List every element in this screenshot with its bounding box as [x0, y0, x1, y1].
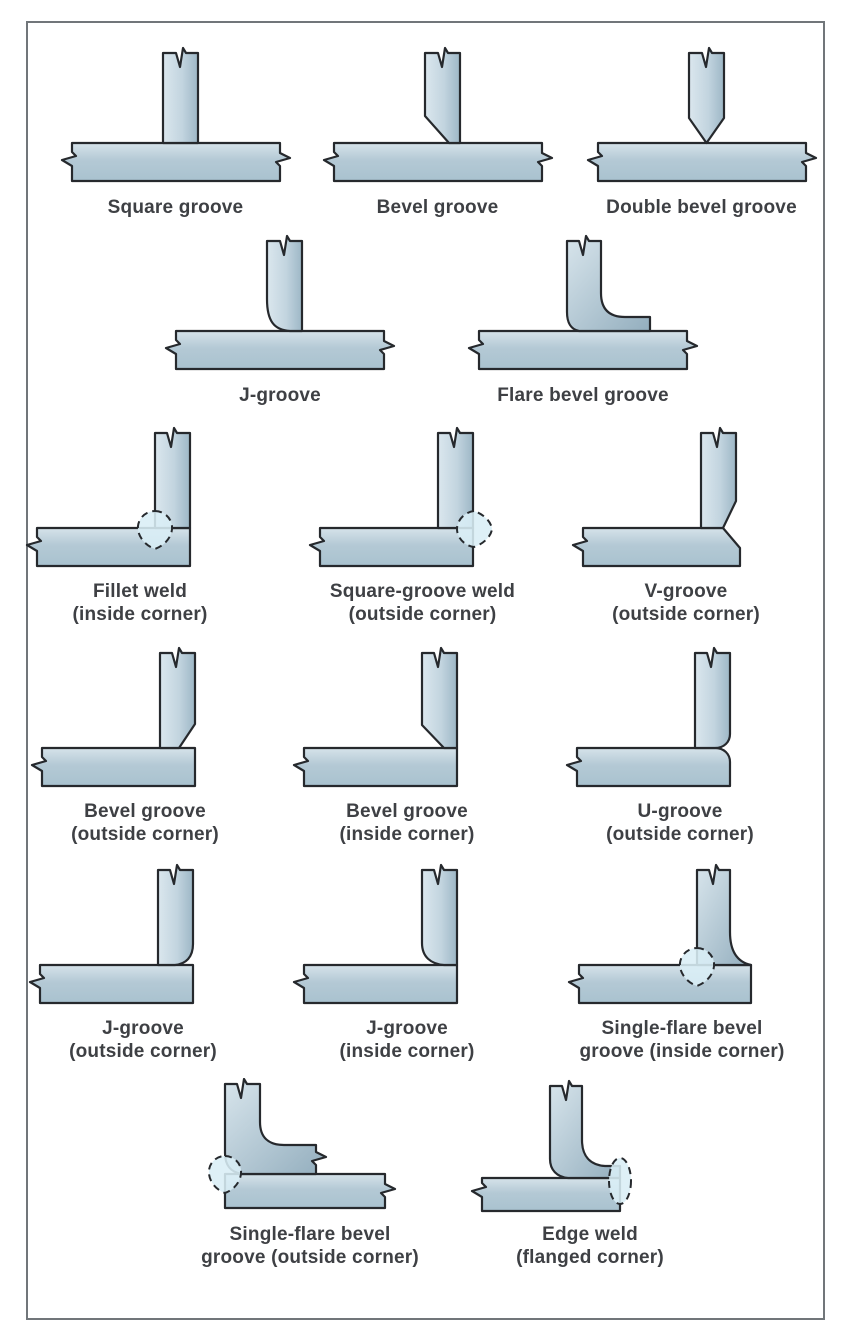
- figure-label: Double bevel groove: [606, 197, 797, 218]
- figure-label: Square-groove weld: [329, 581, 516, 602]
- figure-label: Fillet weld: [92, 581, 188, 602]
- figure-sublabel: (outside corner): [71, 824, 219, 845]
- figure-label: Single-flare bevel: [601, 1018, 763, 1039]
- figure-u-groove-outside: U-groove(outside corner): [565, 645, 795, 846]
- figure-j-groove: J-groove: [160, 233, 400, 407]
- figure-sublabel: groove (outside corner): [201, 1247, 419, 1268]
- figure-sublabel: groove (inside corner): [579, 1041, 785, 1062]
- figure-sublabel: (inside corner): [72, 604, 208, 625]
- fillet-weld-inside-diagram: [25, 426, 192, 568]
- figure-edge-weld-flanged: Edge weld(flanged corner): [460, 1078, 720, 1269]
- figure-square-groove: Square groove: [58, 45, 293, 219]
- figure-double-bevel-groove: Double bevel groove: [584, 45, 819, 219]
- double-bevel-groove-diagram: [586, 46, 817, 183]
- flare-bevel-groove-diagram: [467, 234, 699, 371]
- bevel-groove-outside-diagram: [30, 646, 197, 788]
- figure-square-groove-weld-outside: Square-groove weld(outside corner): [305, 425, 540, 626]
- figure-flare-bevel-groove: Flare bevel groove: [463, 233, 703, 407]
- edge-weld-flanged-diagram: [470, 1079, 632, 1213]
- figure-bevel-groove-inside: Bevel groove(inside corner): [292, 645, 522, 846]
- figure-sublabel: (flanged corner): [516, 1247, 664, 1268]
- figure-sublabel: (outside corner): [606, 824, 754, 845]
- figure-label: Edge weld: [542, 1224, 638, 1245]
- figure-fillet-weld-inside: Fillet weld(inside corner): [25, 425, 255, 626]
- j-groove-inside-diagram: [292, 863, 459, 1005]
- figure-label: J-groove: [102, 1018, 184, 1039]
- figure-label: Square groove: [107, 197, 244, 218]
- figure-label: Bevel groove: [376, 197, 499, 218]
- figure-label: Flare bevel groove: [497, 385, 669, 406]
- v-groove-outside-diagram: [571, 426, 742, 568]
- figure-label: Single-flare bevel: [229, 1224, 391, 1245]
- bevel-groove-inside-diagram: [292, 646, 459, 788]
- u-groove-outside-diagram: [565, 646, 732, 788]
- bevel-groove-diagram: [322, 46, 553, 183]
- figure-sublabel: (outside corner): [612, 604, 760, 625]
- figure-sublabel: (outside corner): [69, 1041, 217, 1062]
- figure-bevel-groove: Bevel groove: [320, 45, 555, 219]
- figure-sublabel: (outside corner): [348, 604, 497, 625]
- square-groove-weld-outside-diagram: [308, 426, 493, 568]
- figure-v-groove-outside: V-groove(outside corner): [566, 425, 806, 626]
- figure-label: Bevel groove: [346, 801, 468, 822]
- figure-label: J-groove: [366, 1018, 448, 1039]
- figure-label: Bevel groove: [84, 801, 206, 822]
- figure-label: V-groove: [644, 581, 728, 602]
- figure-sublabel: (inside corner): [339, 1041, 475, 1062]
- single-flare-bevel-inside-diagram: [567, 863, 753, 1005]
- figure-sublabel: (inside corner): [339, 824, 475, 845]
- single-flare-bevel-outside-diagram: [207, 1078, 397, 1210]
- square-groove-diagram: [60, 46, 291, 183]
- j-groove-diagram: [164, 234, 396, 371]
- figure-j-groove-inside: J-groove(inside corner): [292, 862, 522, 1063]
- j-groove-outside-diagram: [28, 863, 195, 1005]
- figure-j-groove-outside: J-groove(outside corner): [28, 862, 258, 1063]
- figure-label: J-groove: [239, 385, 321, 406]
- figure-label: U-groove: [637, 801, 723, 822]
- figure-bevel-groove-outside: Bevel groove(outside corner): [30, 645, 260, 846]
